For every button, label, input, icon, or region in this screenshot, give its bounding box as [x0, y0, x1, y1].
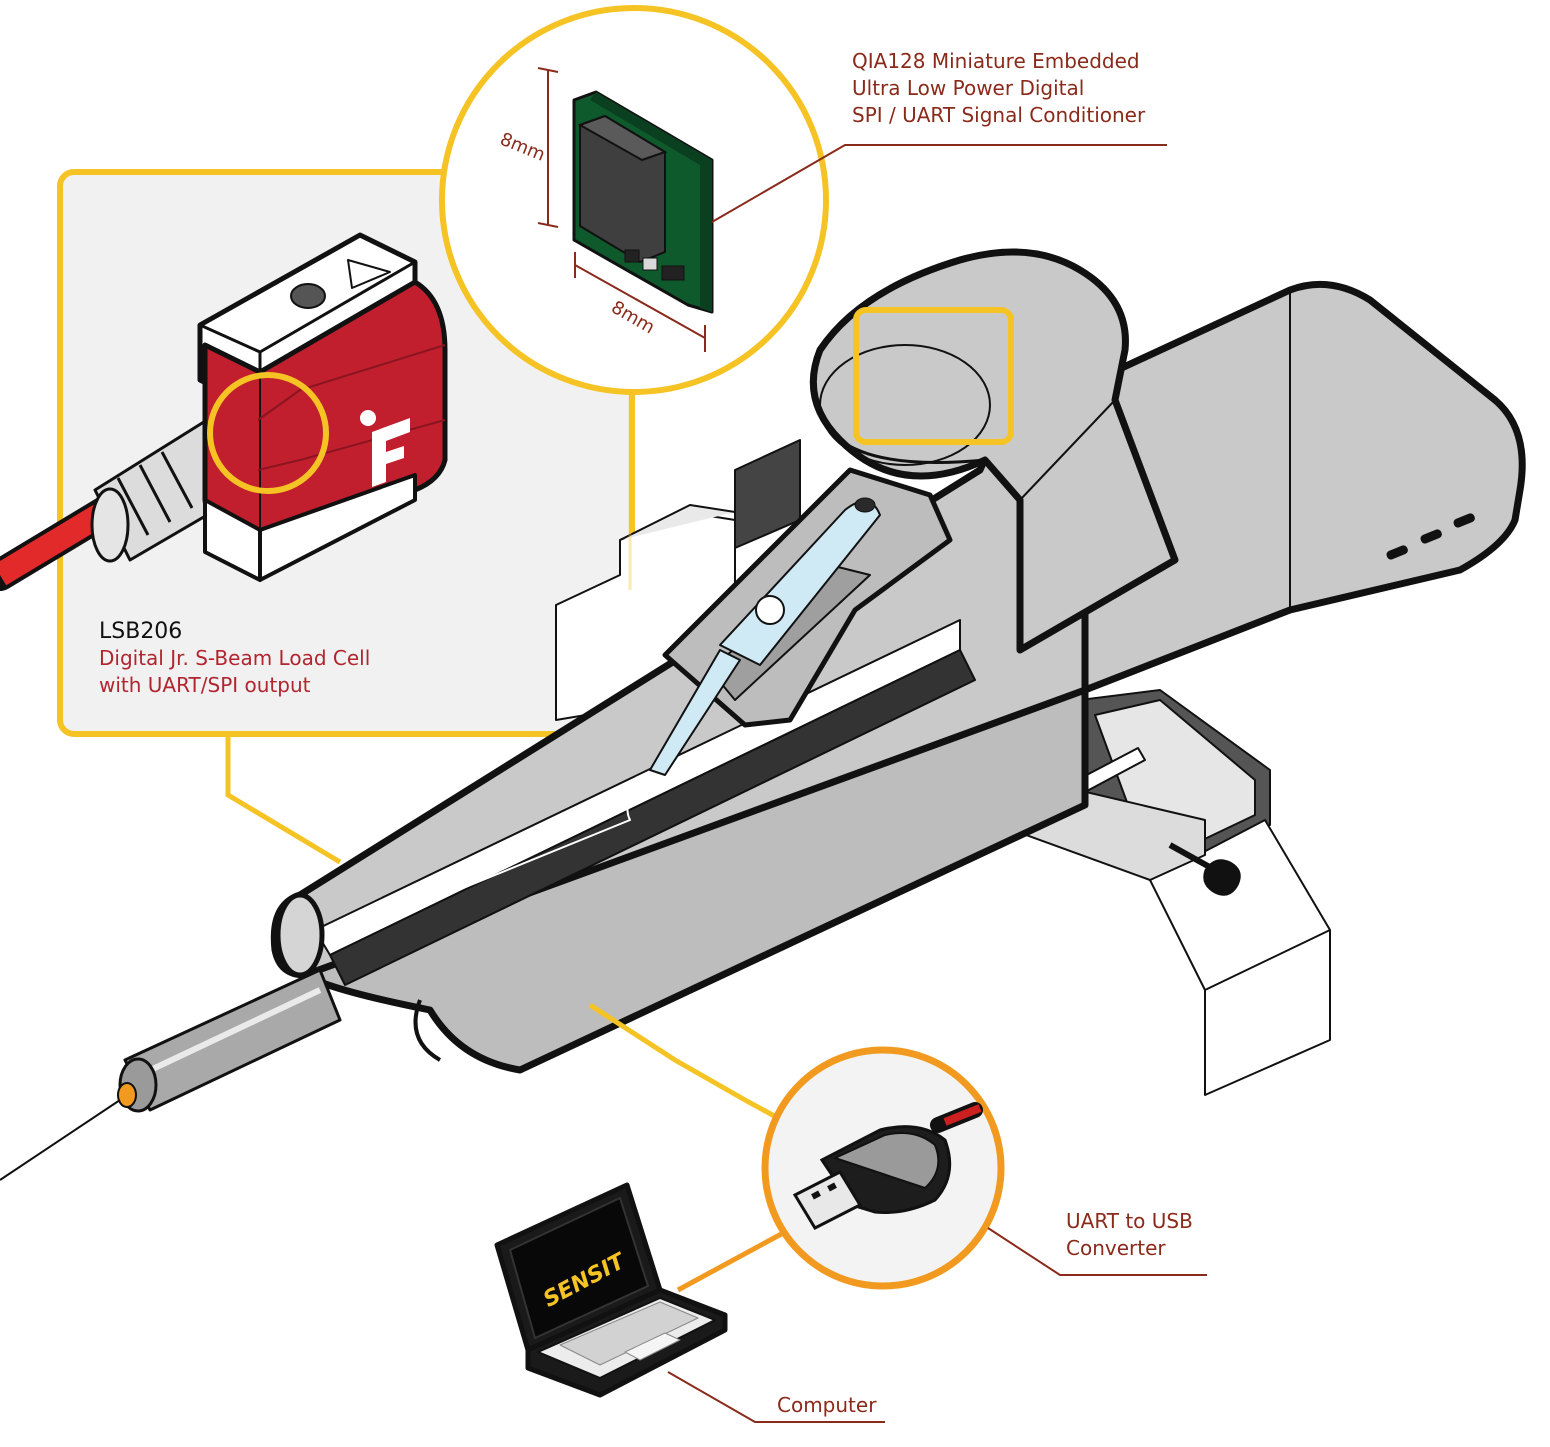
vent-slots [1386, 513, 1475, 560]
computer-label-text: Computer [777, 1393, 877, 1417]
knob-icon [1168, 842, 1241, 896]
load-cell-desc-line-2: with UART/SPI output [99, 673, 311, 697]
pcb-zoom-circle: 8mm 8mm [439, 5, 1167, 590]
laptop-icon: SENSIT [494, 1182, 728, 1398]
pcb-description-line-1: QIA128 Miniature Embedded [852, 49, 1140, 73]
usb-converter-label: UART to USB Converter [1066, 1208, 1226, 1262]
pcb-location-marker [853, 307, 1014, 445]
load-cell-desc-line-1: Digital Jr. S-Beam Load Cell [99, 646, 371, 670]
computer-leader-line [667, 1371, 885, 1423]
pcb-description-line-2: Ultra Low Power Digital [852, 76, 1085, 100]
usb-zoom-circle [761, 1046, 1207, 1290]
usb-plug-icon [792, 1102, 983, 1230]
computer-label: Computer [777, 1392, 897, 1419]
laptop-connection-line [676, 1229, 787, 1293]
usb-connection-line [588, 1002, 780, 1121]
load-cell-label: LSB206 Digital Jr. S-Beam Load Cell with… [99, 618, 429, 699]
sensor-logo-icon [360, 410, 410, 487]
pcb-description-label: QIA128 Miniature Embedded Ultra Low Powe… [852, 48, 1182, 129]
pcb-description-line-3: SPI / UART Signal Conditioner [852, 103, 1146, 127]
usb-converter-line-1: UART to USB [1066, 1209, 1193, 1233]
dimension-arrow-icon [347, 259, 391, 289]
syringe-pump-machine [0, 248, 1526, 1181]
usb-converter-line-2: Converter [1066, 1236, 1166, 1260]
load-cell-illustration [0, 232, 448, 591]
load-cell-model: LSB206 [99, 619, 183, 644]
